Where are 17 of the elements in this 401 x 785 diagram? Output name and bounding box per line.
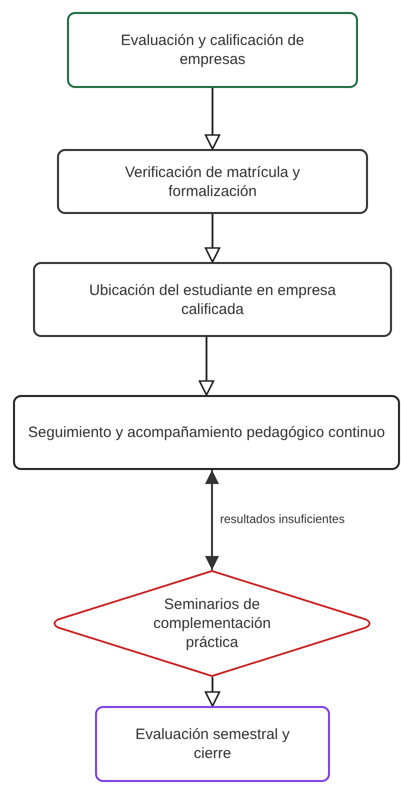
edge-label: resultados insuficientes (218, 513, 347, 525)
arrow (204, 214, 220, 263)
process-box (67, 12, 358, 88)
process-box (57, 149, 368, 214)
arrow (204, 88, 220, 150)
process-box (33, 262, 392, 337)
arrow (204, 677, 220, 707)
arrow (198, 337, 214, 396)
node-text: Evaluación semestral y cierre (134, 725, 291, 763)
arrow (205, 470, 219, 570)
node-text: Evaluación y calificación de empresas (120, 31, 306, 69)
process-box (13, 395, 400, 470)
node-text: Seminarios de complementación práctica (152, 595, 272, 652)
node-text: Seguimiento y acompañamiento pedagógico continuo (28, 423, 385, 442)
node-text: Verificación de matrícula y formalización (124, 162, 302, 200)
process-box (95, 706, 330, 782)
node-text: Ubicación del estudiante en empresa calificada (88, 280, 337, 318)
